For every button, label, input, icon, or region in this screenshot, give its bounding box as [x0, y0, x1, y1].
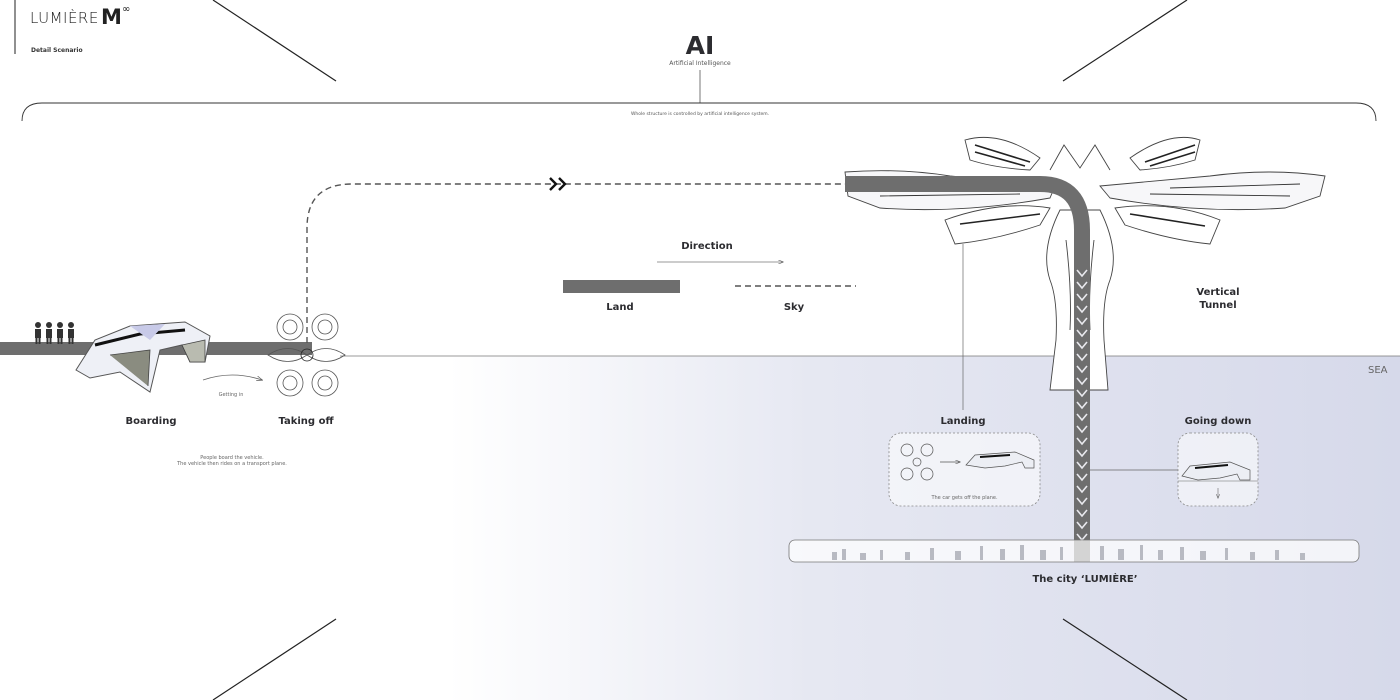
- city-skyline-illustration: [832, 545, 1305, 560]
- city-strip: [788, 539, 1360, 563]
- brand-logo-infinity: ∞: [122, 4, 131, 15]
- getting-in-arrow: [202, 374, 262, 380]
- getting-in-label: Getting in: [218, 392, 244, 398]
- legend-land-swatch: [563, 280, 680, 293]
- vertical-tunnel-path: [845, 176, 1090, 562]
- route-direction-chevrons: [549, 177, 567, 191]
- transport-plane-icon: [267, 313, 346, 397]
- ai-control-note: Whole structure is controlled by artific…: [630, 112, 770, 117]
- sea-label: SEA: [1368, 365, 1388, 376]
- sea-background: [0, 356, 1400, 700]
- legend-direction-label: Direction: [681, 241, 733, 252]
- vertical-tunnel-label-line-1: Vertical: [1196, 287, 1240, 298]
- landing-car-icon: [965, 451, 1035, 469]
- vehicle-illustration: [75, 321, 211, 393]
- tunnel-chevrons: [1076, 269, 1088, 542]
- ai-control-bracket: [21, 102, 1377, 122]
- people-icon: [35, 322, 74, 344]
- landing-plane-icon: [900, 443, 934, 481]
- legend-sky-label: Sky: [783, 302, 805, 313]
- vertical-tunnel-label-line-2: Tunnel: [1199, 300, 1237, 311]
- boarding-note-line-2: The vehicle then rides on a transport pl…: [177, 461, 287, 467]
- sky-route-dashed: [306, 183, 845, 343]
- going-down-car-icon: [1181, 461, 1251, 481]
- step-boarding-label: Boarding: [125, 416, 177, 427]
- ai-title: AI: [685, 31, 715, 60]
- boarding-note-line-1: People board the vehicle.: [200, 455, 264, 461]
- step-going-down-label: Going down: [1184, 416, 1252, 427]
- brand-logo-mark: M: [101, 5, 122, 29]
- step-landing-label: Landing: [940, 416, 986, 427]
- ai-subtitle: Artificial Intelligence: [669, 60, 731, 67]
- legend-land-label: Land: [606, 302, 634, 313]
- landing-box: [888, 432, 1041, 507]
- brand-name: LUMIÈRE: [30, 9, 99, 27]
- step-taking-off-label: Taking off: [278, 416, 334, 427]
- frame-corner-lines: [212, 0, 1188, 700]
- page-subtitle: Detail Scenario: [31, 47, 83, 54]
- city-label: The city ‘LUMIÈRE’: [1032, 574, 1138, 585]
- landing-note: The car gets off the plane.: [931, 495, 998, 501]
